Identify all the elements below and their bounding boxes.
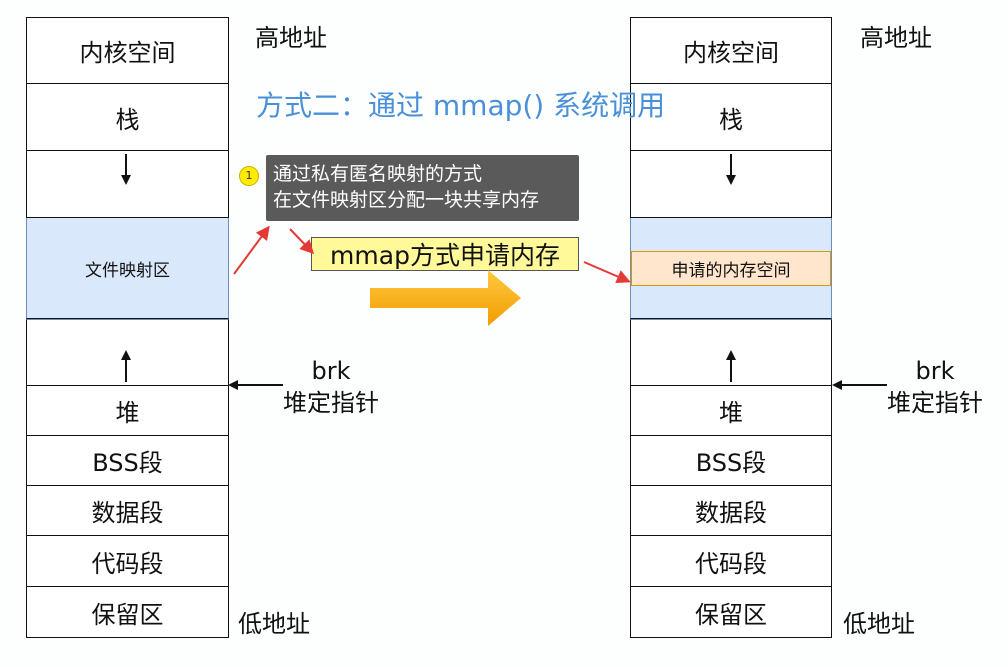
file-mapping-segment: 文件映射区 — [26, 218, 229, 319]
segment-label: 堆 — [719, 399, 743, 427]
low-address-label-right: 低地址 — [843, 610, 915, 638]
heap-growth-gap — [26, 319, 229, 386]
brk-label: brk — [311, 357, 351, 385]
stack-segment: 栈 — [630, 84, 832, 151]
segment-label: 代码段 — [91, 549, 164, 578]
brk-label: brk — [915, 357, 955, 385]
segment-label: 堆 — [115, 399, 140, 427]
segment-label: 代码段 — [695, 549, 767, 578]
bss-segment: BSS段 — [26, 436, 229, 486]
brk-pointer-label-left: brk 堆定指针 — [283, 355, 379, 419]
mmap-call-box: mmap方式申请内存 — [311, 237, 579, 271]
heap-top-pointer-label: 堆定指针 — [887, 389, 983, 417]
data-segment: 数据段 — [26, 486, 229, 536]
high-address-label-right: 高地址 — [860, 24, 932, 52]
bss-segment: BSS段 — [630, 436, 832, 486]
requested-memory-region: 申请的内存空间 — [631, 251, 831, 286]
step-badge: 1 — [239, 166, 259, 186]
data-segment: 数据段 — [630, 486, 832, 536]
left-memory-layout: 内核空间 栈 文件映射区 堆 BSS段 数据段 代码段 保留区 — [26, 17, 229, 638]
kernel-space-segment: 内核空间 — [630, 17, 832, 84]
code-segment: 代码段 — [630, 536, 832, 587]
segment-label: 内核空间 — [79, 39, 176, 67]
code-segment: 代码段 — [26, 536, 229, 587]
transition-arrow-icon — [370, 270, 521, 326]
stack-segment: 栈 — [26, 84, 229, 151]
reserved-segment: 保留区 — [630, 587, 832, 638]
file-mapping-segment: 申请的内存空间 — [630, 218, 832, 319]
note-to-call-arrow — [289, 228, 315, 255]
stack-growth-gap — [26, 151, 229, 218]
segment-label: 栈 — [115, 105, 140, 134]
segment-label: BSS段 — [695, 449, 767, 477]
tooltip-line: 在文件映射区分配一块共享内存 — [273, 189, 540, 211]
tooltip-line: 通过私有匿名映射的方式 — [273, 163, 483, 185]
segment-label: 文件映射区 — [85, 260, 170, 281]
segment-label: 栈 — [719, 105, 743, 134]
mapping-to-note-arrow — [233, 225, 270, 275]
call-to-region-arrow — [583, 261, 631, 284]
heap-top-pointer-label: 堆定指针 — [283, 389, 379, 417]
heap-segment: 堆 — [630, 386, 832, 436]
reserved-segment: 保留区 — [26, 587, 229, 638]
segment-label: 数据段 — [91, 499, 164, 527]
segment-label: 数据段 — [695, 499, 767, 527]
brk-pointer-label-right: brk 堆定指针 — [887, 355, 983, 419]
requested-region-label: 申请的内存空间 — [671, 261, 791, 281]
segment-label: 内核空间 — [683, 39, 779, 67]
segment-label: 保留区 — [695, 600, 767, 629]
stack-growth-gap — [630, 151, 832, 218]
annotation-tooltip: 通过私有匿名映射的方式 在文件映射区分配一块共享内存 — [266, 155, 579, 221]
heap-segment: 堆 — [26, 386, 229, 436]
kernel-space-segment: 内核空间 — [26, 17, 229, 84]
segment-label: BSS段 — [92, 449, 163, 477]
segment-label: 保留区 — [91, 600, 164, 629]
low-address-label-left: 低地址 — [238, 610, 310, 638]
method-title: 方式二：通过 mmap() 系统调用 — [256, 89, 666, 122]
high-address-label-left: 高地址 — [255, 24, 327, 52]
heap-growth-gap — [630, 319, 832, 386]
